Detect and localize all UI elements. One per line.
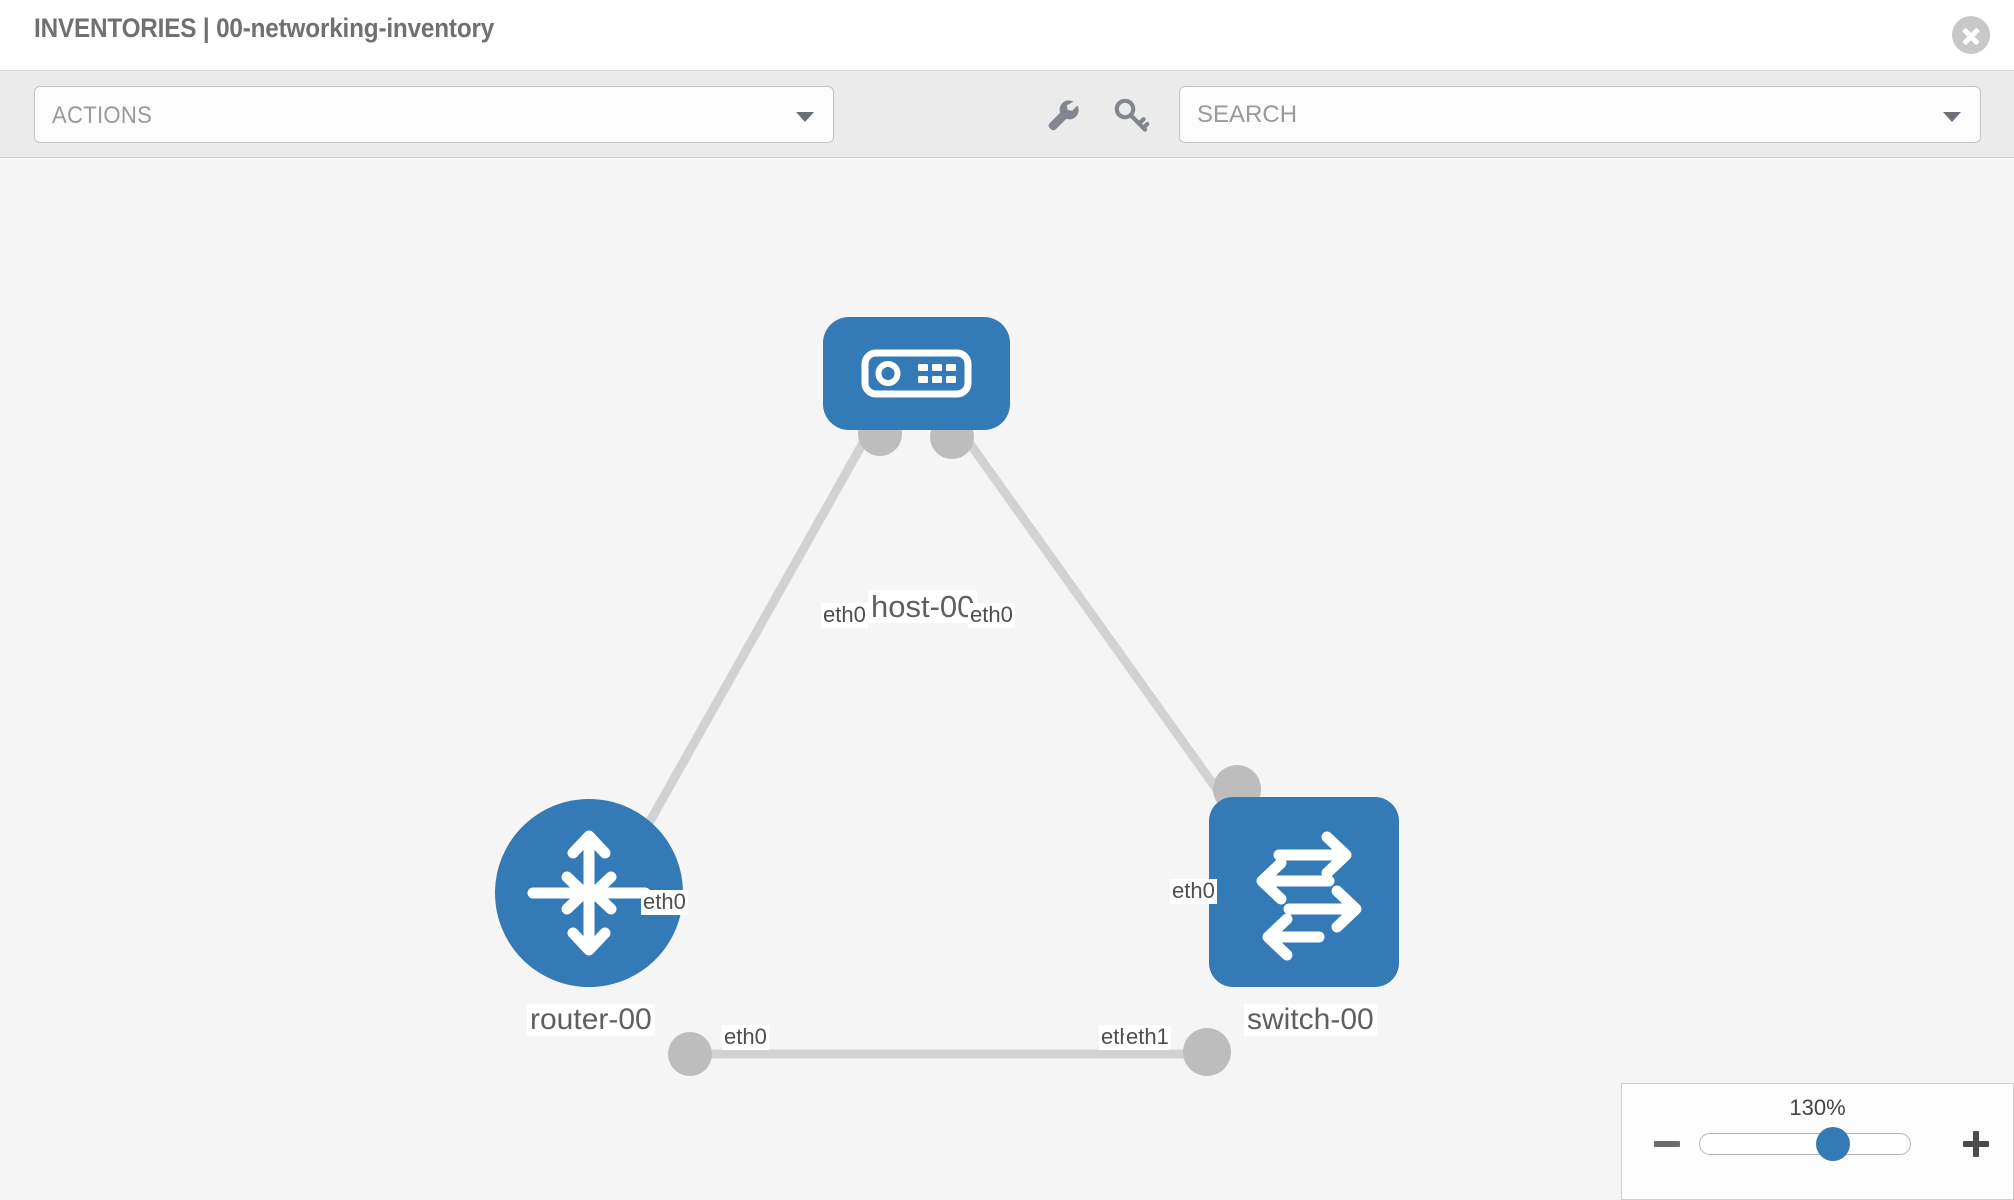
router-arrows-icon [527,830,651,956]
topology-node-label-switch: switch-00 [1244,1003,1377,1037]
topology-links-layer [636,412,1261,1076]
iface-label-host-left: eth0 [821,602,868,628]
topology-node-host-00[interactable] [823,317,1010,430]
iface-label-router-uplink: eth0 [641,889,688,915]
zoom-level-value: 130% [1789,1095,1846,1120]
zoom-control-panel: 130% [1621,1083,2014,1200]
connector-switch-left [1183,1028,1231,1076]
iface-label-router-right: eth0 [722,1024,769,1050]
topology-node-label-router: router-00 [527,1003,655,1037]
close-icon[interactable] [1952,16,1990,54]
actions-dropdown[interactable]: ACTIONS [34,86,834,143]
iface-label-switch-uplink: eth0 [1170,878,1217,904]
zoom-slider-thumb[interactable] [1816,1127,1850,1161]
page-header: INVENTORIES | 00-networking-inventory [0,0,2014,70]
chevron-down-icon [796,112,814,122]
search-field-wrapper[interactable] [1179,86,1981,143]
connector-router-right [668,1032,712,1076]
search-chevron-down-icon[interactable] [1943,112,1961,122]
topology-node-switch-00[interactable] [1209,797,1399,987]
switch-arrows-icon [1256,831,1362,961]
iface-label-host-right: eth0 [968,602,1015,628]
actions-dropdown-label: ACTIONS [52,102,153,129]
server-icon [861,349,972,398]
zoom-out-button[interactable] [1652,1129,1682,1159]
link-host-router [636,431,872,842]
zoom-in-button[interactable] [1961,1129,1991,1159]
wrench-icon[interactable] [1040,93,1086,139]
toolbar: ACTIONS [0,70,2014,158]
search-input[interactable] [1197,87,1917,142]
page-title: INVENTORIES | 00-networking-inventory [34,13,495,43]
link-host-switch [959,431,1242,822]
zoom-slider[interactable] [1699,1127,1911,1161]
topology-canvas[interactable]: host-00 router-00 switch-00 eth0 eth0 et… [0,159,2014,1200]
topology-node-label-host: host-00 [868,590,978,623]
key-icon[interactable] [1108,93,1154,139]
iface-label-switch-left-front: eth1 [1124,1024,1171,1050]
